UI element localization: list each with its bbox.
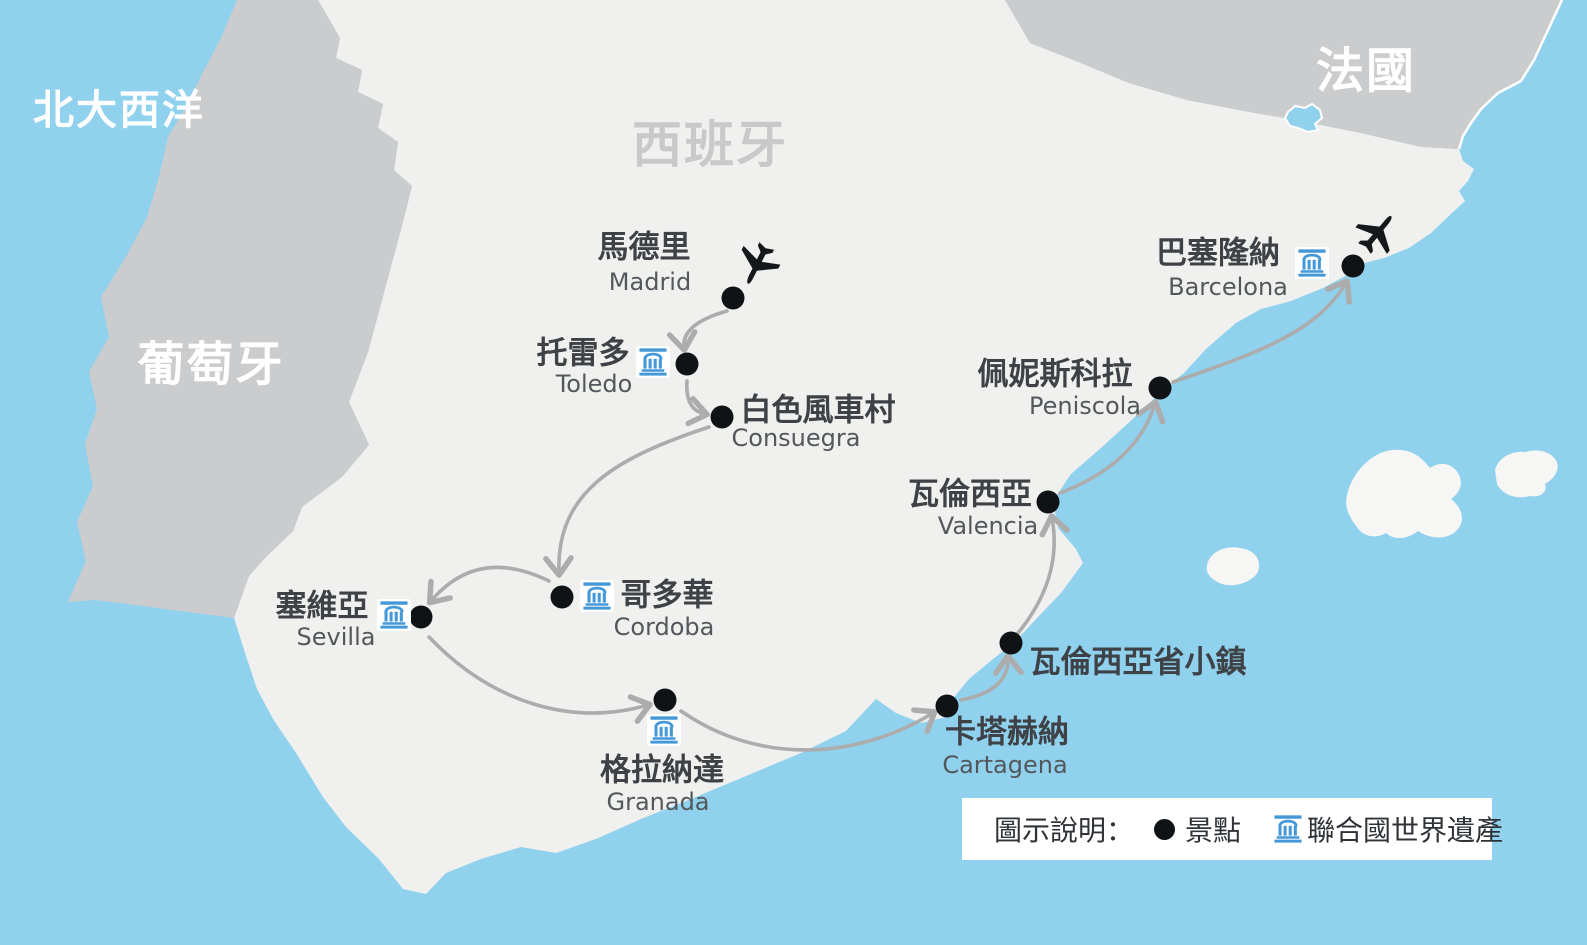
city-label-zh-madrid: 馬德里 (597, 229, 691, 266)
island-menorca (1495, 450, 1558, 498)
route-toledo-to-consuegra (685, 379, 710, 427)
city-label-en-sevilla: Sevilla (296, 623, 376, 651)
island-ibiza (1206, 547, 1260, 586)
unesco-temple-icon-granada (647, 714, 681, 746)
city-label-en-barcelona: Barcelona (1168, 273, 1288, 301)
airplane-icon-barcelona (1349, 205, 1405, 261)
city-dot-toledo (675, 352, 699, 376)
city-label-zh-valencia-town: 瓦倫西亞省小鎮 (1029, 644, 1247, 681)
unesco-temple-icon-barcelona (1295, 247, 1329, 279)
spain-landmass (234, 0, 1474, 894)
route-sevilla-to-granada (427, 635, 653, 724)
unesco-temple-icon (1271, 813, 1306, 845)
city-label-zh-sevilla: 塞維亞 (275, 588, 369, 625)
city-label-en-peniscola: Peniscola (1028, 392, 1142, 420)
city-label-zh-cartagena: 卡塔赫納 (945, 714, 1069, 751)
route-consuegra-to-cordoba (543, 425, 711, 578)
city-label-en-cartagena: Cartagena (942, 751, 1068, 779)
legend: 圖示說明： 景點 聯合國世界遺產 (962, 798, 1503, 860)
city-label-en-consuegra: Consuegra (731, 424, 861, 452)
route-valencia-town-to-valencia (1016, 513, 1070, 635)
city-label-zh-valencia: 瓦倫西亞 (908, 476, 1032, 513)
france-coastline (1457, 0, 1564, 150)
city-dot-barcelona (1341, 254, 1365, 278)
city-label-zh-peniscola: 佩妮斯科拉 (977, 356, 1133, 393)
city-dot-granada (653, 688, 677, 712)
city-label-en-madrid: Madrid (608, 268, 692, 296)
poi-dot-icon (1154, 818, 1176, 840)
route-madrid-to-toledo (666, 309, 729, 353)
city-label-zh-granada: 格拉納達 (600, 752, 724, 789)
city-dot-cordoba (550, 585, 574, 609)
legend-poi-label: 景點 (1185, 814, 1242, 847)
route-granada-to-cartagena (679, 707, 938, 752)
city-dot-madrid (721, 286, 745, 310)
unesco-temple-icon-cordoba (580, 580, 614, 612)
route-cartagena-to-valencia-town (959, 653, 1024, 702)
legend-title: 圖示說明： (994, 814, 1135, 847)
portugal-landmass (68, 0, 412, 618)
unesco-temple-icon-sevilla (377, 599, 411, 631)
city-label-en-cordoba: Cordoba (613, 613, 715, 641)
city-label-zh-cordoba: 哥多華 (620, 577, 714, 614)
city-dot-valencia (1036, 490, 1060, 514)
unesco-temple-icon-toledo (636, 346, 670, 378)
city-label-en-valencia: Valencia (937, 512, 1039, 540)
routes-layer (426, 278, 1353, 752)
city-dot-sevilla (409, 605, 433, 629)
city-dot-cartagena (935, 694, 959, 718)
route-valencia-to-peniscola (1058, 399, 1166, 495)
city-dot-peniscola (1148, 376, 1172, 400)
route-cordoba-to-sevilla (426, 565, 551, 606)
city-label-zh-toledo: 托雷多 (536, 335, 630, 372)
lake (1283, 102, 1324, 134)
route-peniscola-to-barcelona (1171, 278, 1353, 384)
legend-unesco-label: 聯合國世界遺產 (1307, 814, 1504, 847)
city-dot-valencia-town (999, 631, 1023, 655)
island-mallorca (1346, 449, 1462, 539)
city-dot-consuegra (710, 405, 734, 429)
city-label-zh-barcelona: 巴塞隆納 (1156, 235, 1280, 272)
city-label-en-granada: Granada (606, 788, 710, 816)
france-landmass (1005, 0, 1562, 149)
airplane-icon-madrid (730, 236, 786, 292)
city-label-zh-consuegra: 白色風車村 (740, 392, 896, 429)
city-label-en-toledo: Toledo (555, 370, 633, 398)
